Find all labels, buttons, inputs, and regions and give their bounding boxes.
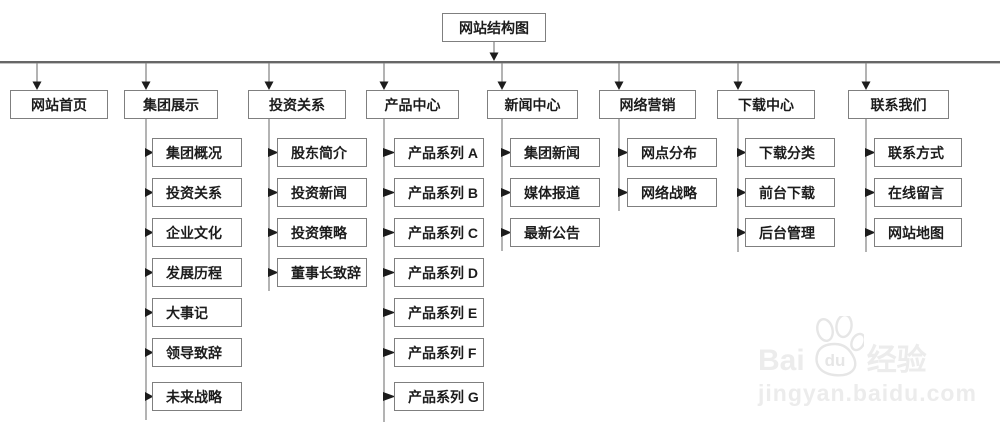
node-download-categories: 下载分类	[745, 138, 835, 167]
node-frontend-download: 前台下载	[745, 178, 835, 207]
node-investment-strategy: 投资策略	[277, 218, 367, 247]
node-network-distribution: 网点分布	[627, 138, 717, 167]
node-investor-relations-sub: 投资关系	[152, 178, 242, 207]
node-investment-news: 投资新闻	[277, 178, 367, 207]
node-media-reports: 媒体报道	[510, 178, 600, 207]
baidu-jingyan-logo: Bai du 经验	[758, 316, 973, 378]
node-network-strategy: 网络战略	[627, 178, 717, 207]
node-news-center: 新闻中心	[487, 90, 578, 119]
node-download-center: 下载中心	[717, 90, 815, 119]
node-backend-management: 后台管理	[745, 218, 835, 247]
node-corporate-culture: 企业文化	[152, 218, 242, 247]
watermark-text-jingyan: 经验	[866, 344, 927, 377]
node-product-series-d: 产品系列 D	[394, 258, 484, 287]
node-chairman-speech: 董事长致辞	[277, 258, 367, 287]
node-product-series-g: 产品系列 G	[394, 382, 484, 411]
node-investor-relations: 投资关系	[248, 90, 346, 119]
node-product-series-b: 产品系列 B	[394, 178, 484, 207]
node-latest-announcements: 最新公告	[510, 218, 600, 247]
node-contact-us: 联系我们	[848, 90, 949, 119]
node-online-message: 在线留言	[874, 178, 962, 207]
node-sitemap-link: 网站地图	[874, 218, 962, 247]
watermark-text-du: du	[824, 351, 845, 370]
baidu-paw-icon: du	[808, 316, 864, 378]
node-group-display: 集团展示	[124, 90, 218, 119]
node-product-center: 产品中心	[366, 90, 459, 119]
node-group-overview: 集团概况	[152, 138, 242, 167]
node-future-strategy: 未来战略	[152, 382, 242, 411]
watermark-url: jingyan.baidu.com	[758, 380, 977, 406]
node-leader-speech: 领导致辞	[152, 338, 242, 367]
node-product-series-e: 产品系列 E	[394, 298, 484, 327]
node-group-news: 集团新闻	[510, 138, 600, 167]
node-shareholder-intro: 股东简介	[277, 138, 367, 167]
baidu-jingyan-watermark: Bai du 经验 jingyan.baidu.com	[758, 316, 977, 406]
node-contact-info: 联系方式	[874, 138, 962, 167]
node-network-marketing: 网络营销	[599, 90, 696, 119]
node-product-series-f: 产品系列 F	[394, 338, 484, 367]
node-site-structure-root: 网站结构图	[442, 13, 546, 42]
node-development-history: 发展历程	[152, 258, 242, 287]
node-milestones: 大事记	[152, 298, 242, 327]
node-product-series-a: 产品系列 A	[394, 138, 484, 167]
watermark-text-bai: Bai	[758, 344, 805, 377]
node-product-series-c: 产品系列 C	[394, 218, 484, 247]
node-home: 网站首页	[10, 90, 108, 119]
